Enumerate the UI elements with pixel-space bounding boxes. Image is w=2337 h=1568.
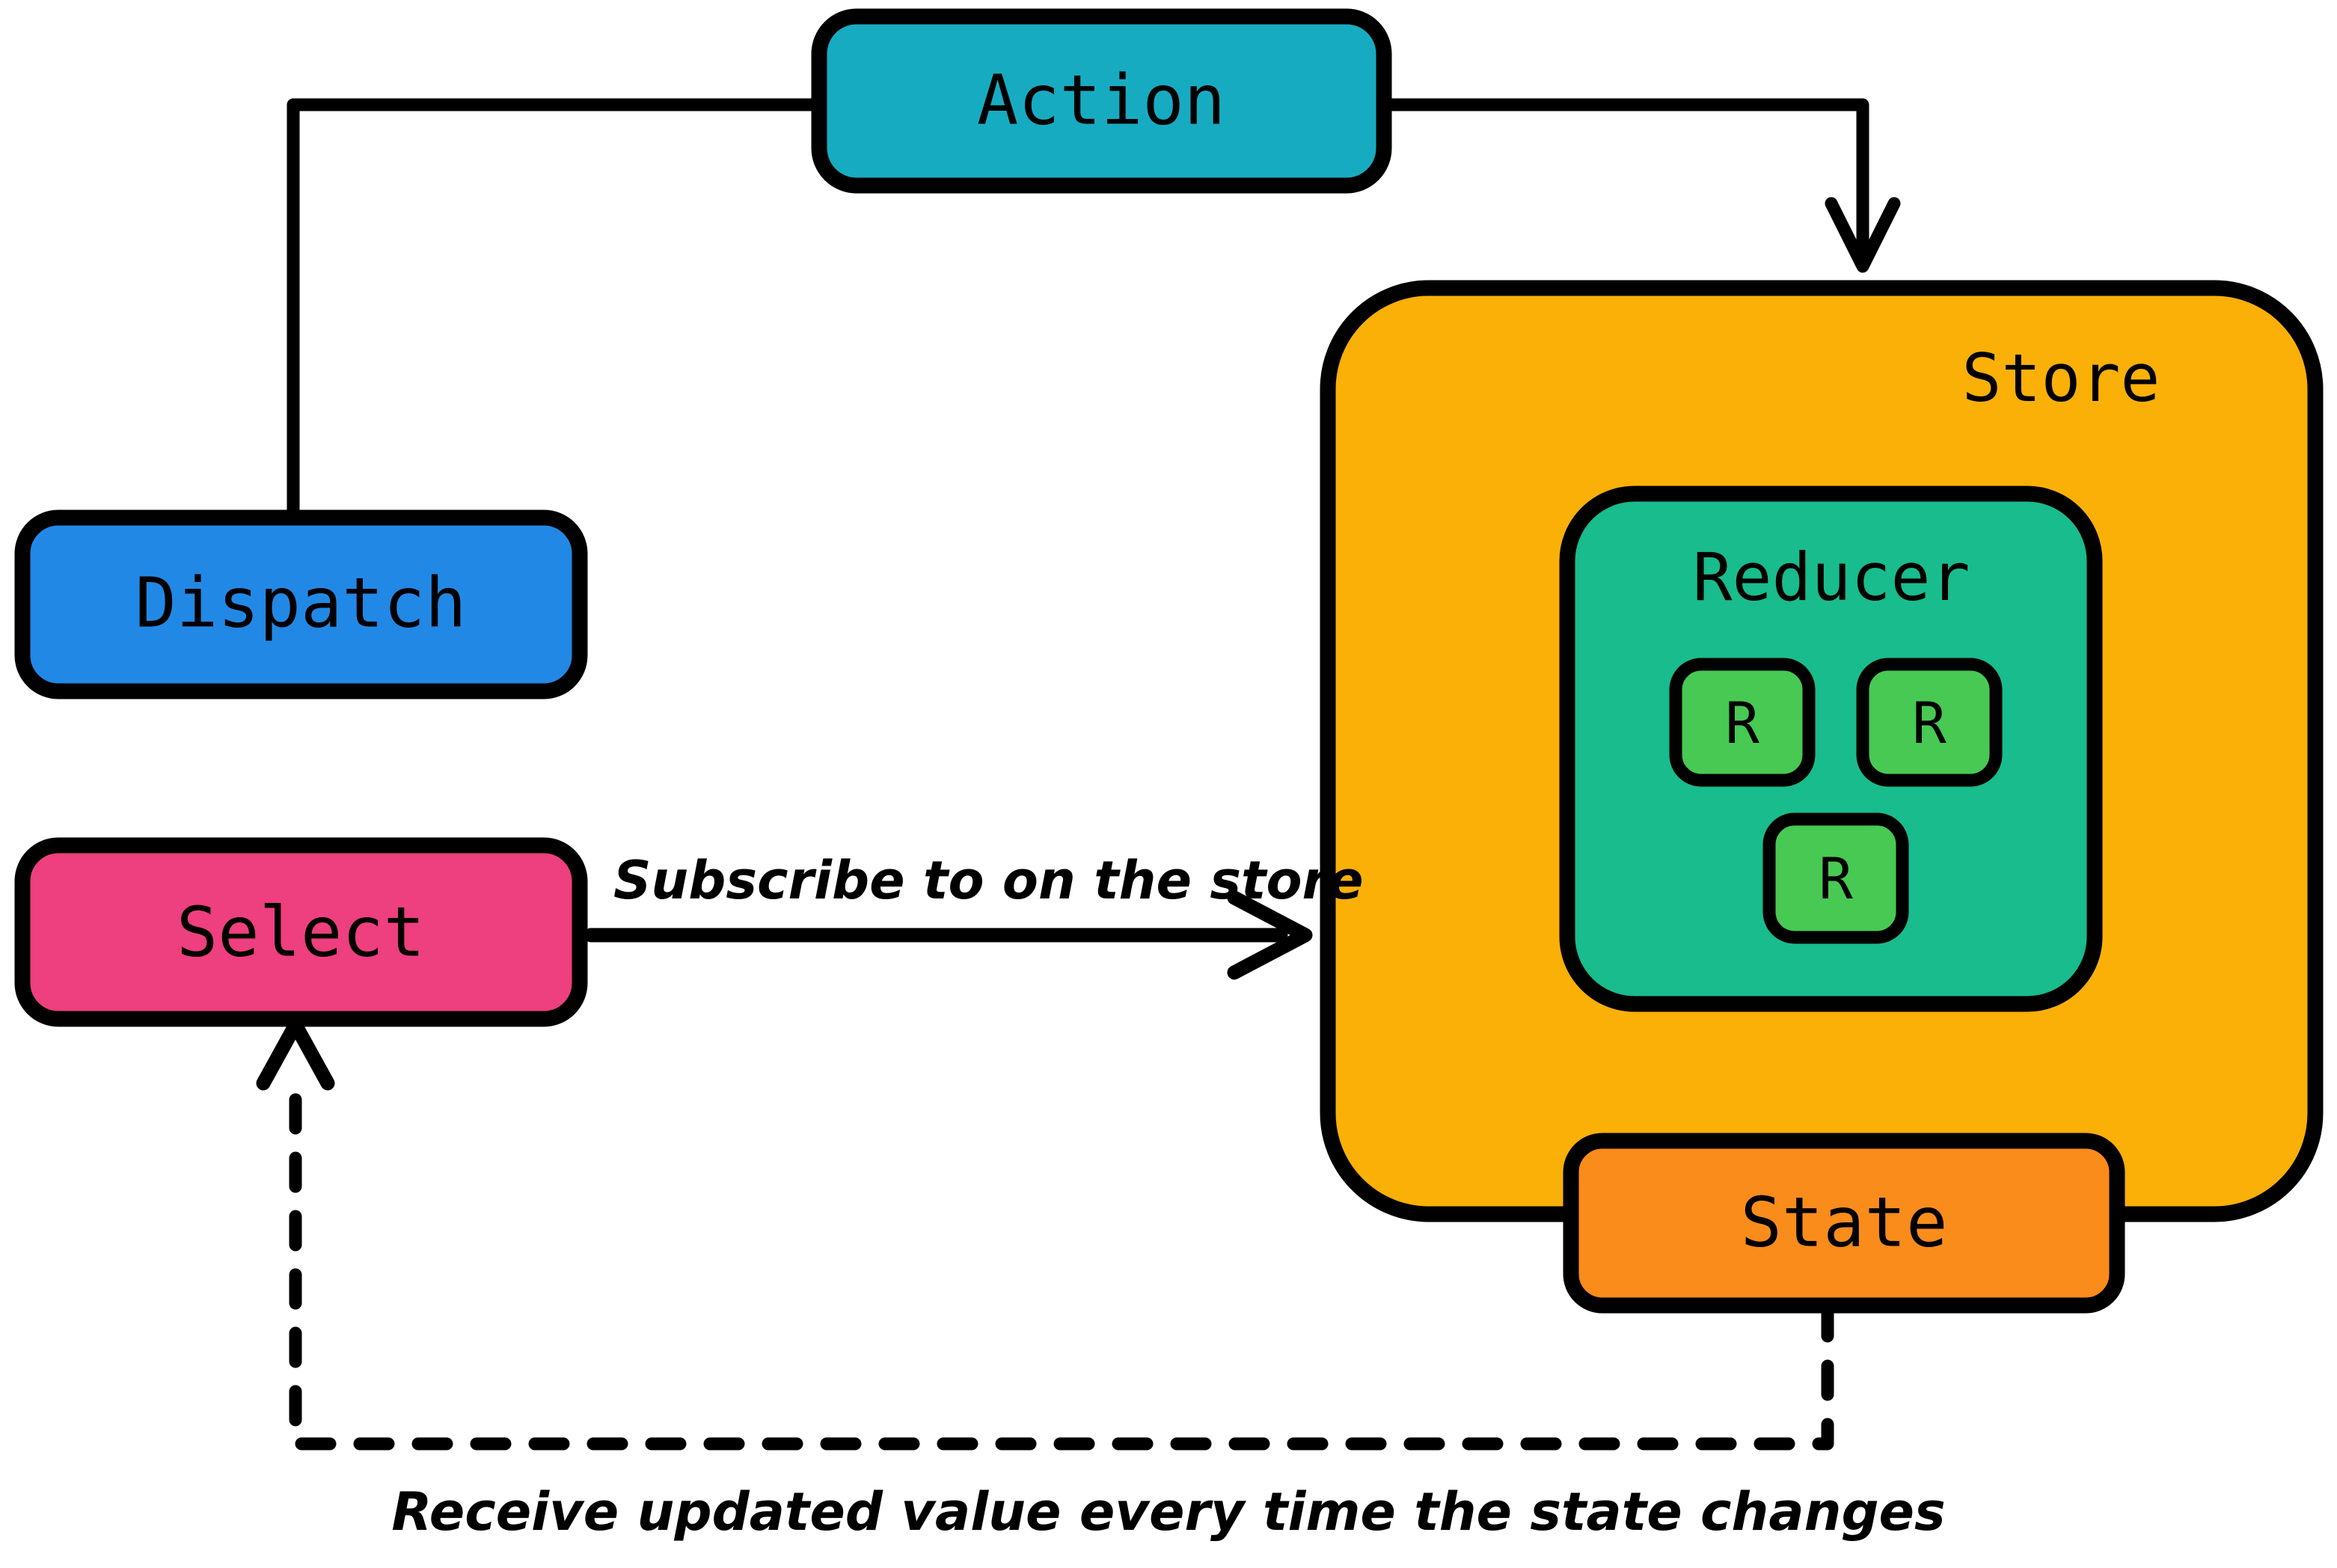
reducer-leaf-box[interactable] [1856,658,2003,787]
select-box[interactable] [14,837,588,1027]
reducer-leaf-3[interactable]: R [1762,812,1909,944]
reducer-container[interactable]: Reducer [1559,486,2103,1012]
state-node[interactable]: State [1563,1133,2125,1314]
edge-action-to-store [1379,98,1901,273]
reducer-leaf-label: R [1819,845,1853,912]
state-box[interactable] [1563,1133,2125,1314]
action-node[interactable]: Action [811,8,1392,194]
store-label: Store [1962,340,2160,417]
action-label: Action [977,60,1225,140]
reducer-leaf-1[interactable]: R [1669,658,1816,787]
edge-action-to-dispatch [287,98,826,523]
reducer-label: Reducer [1693,539,1970,616]
reducer-leaf-box[interactable] [1669,658,1816,787]
reducer-leaf-2[interactable]: R [1856,658,2003,787]
dispatch-node[interactable]: Dispatch [14,509,588,699]
select-label: Select [177,892,425,972]
select-node[interactable]: Select [14,837,588,1027]
reducer-box[interactable] [1559,486,2103,1012]
reducer-leaf-label: R [1725,690,1759,756]
state-label: State [1741,1182,1948,1262]
action-box[interactable] [811,8,1392,194]
dispatch-box[interactable] [14,509,588,699]
dispatch-label: Dispatch [135,563,466,643]
subscribe-annotation: Subscribe to on the store [613,850,1364,911]
edge-select-to-store [584,890,1313,980]
reducer-leaf-box[interactable] [1762,812,1909,944]
reducer-leaf-label: R [1912,690,1947,756]
receive-annotation: Receive updated value every time the sta… [391,1481,1945,1543]
